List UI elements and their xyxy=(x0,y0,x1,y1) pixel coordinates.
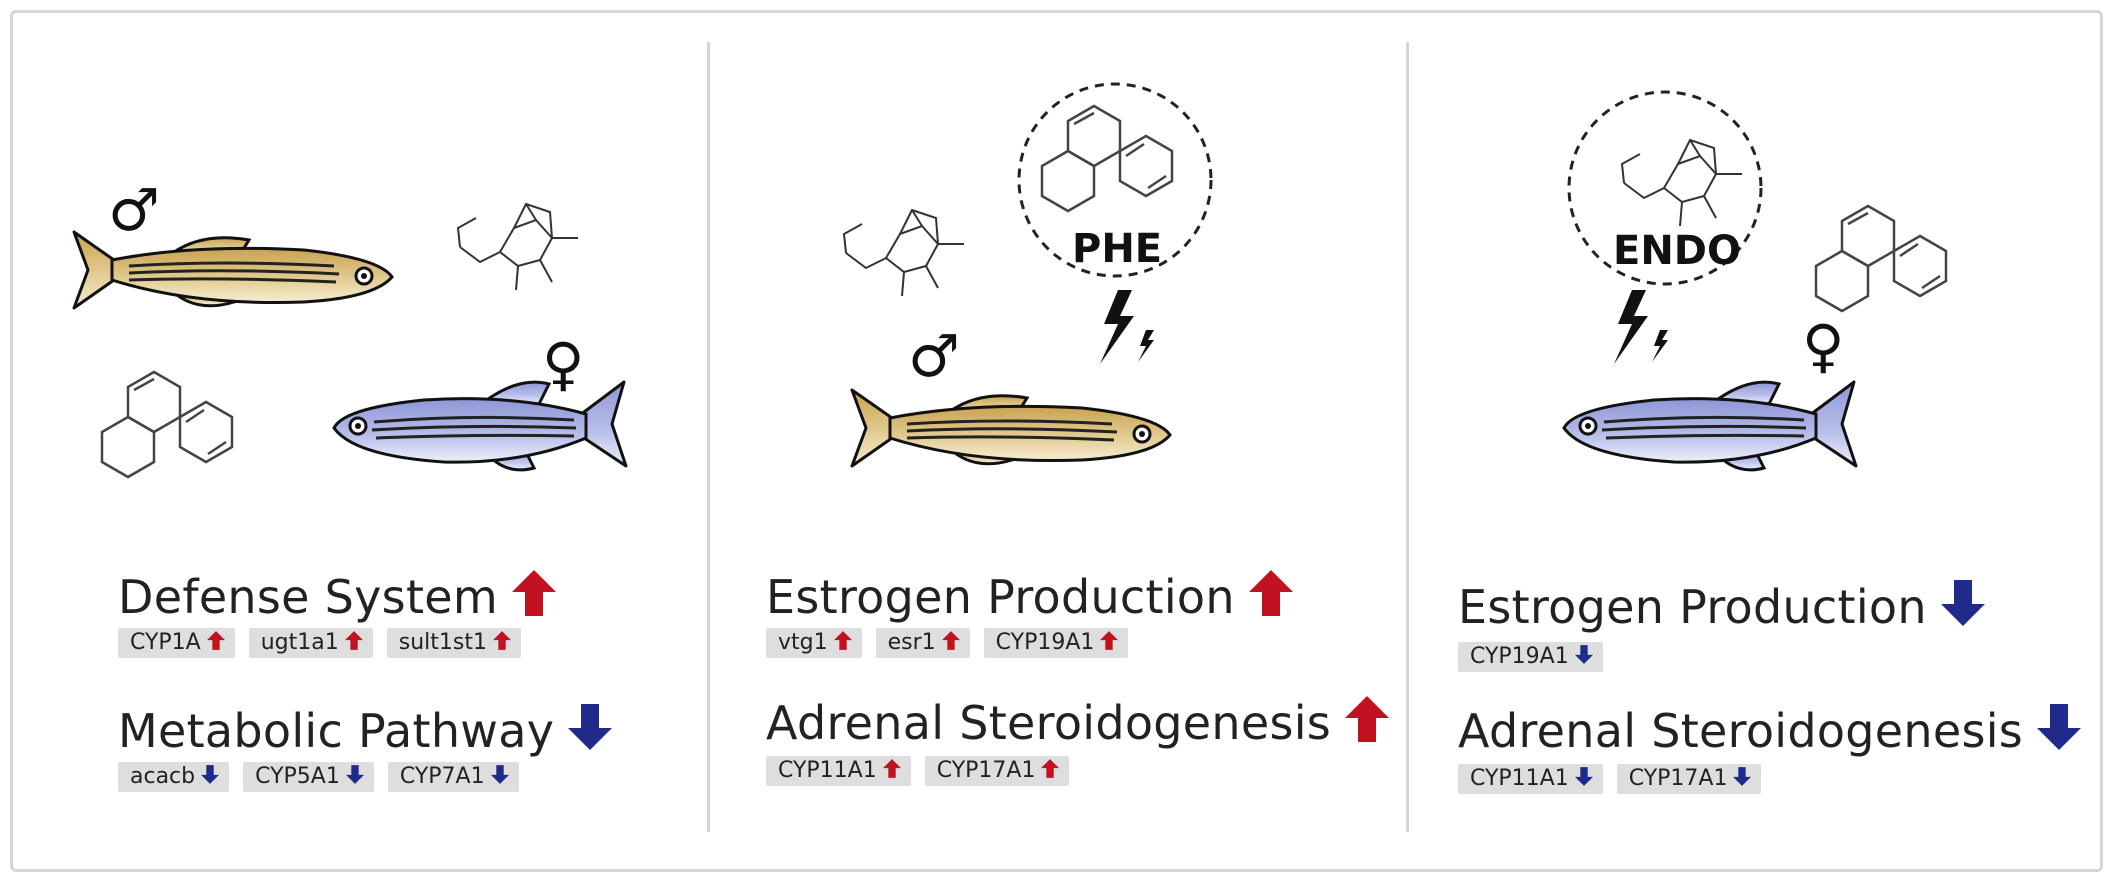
female-zebrafish-icon xyxy=(1562,380,1858,472)
male-symbol: ♂ xyxy=(108,176,160,244)
phenanthrene-structure-icon xyxy=(1814,204,1948,313)
heading-estrogen-production: Estrogen Production xyxy=(1458,580,1985,633)
gene-chip: ugt1a1 xyxy=(248,628,373,658)
gene-chip: CYP17A1 xyxy=(924,756,1070,786)
gene-chip: CYP17A1 xyxy=(1616,764,1762,794)
heading-defense-system: Defense System xyxy=(118,570,556,623)
down-arrow-icon xyxy=(568,704,613,757)
gene-chip: vtg1 xyxy=(766,628,862,658)
heading-title: Metabolic Pathway xyxy=(118,703,555,758)
gene-chip: esr1 xyxy=(875,628,970,658)
up-arrow-icon xyxy=(882,759,901,783)
gene-chip: sult1st1 xyxy=(386,628,521,658)
lightning-icon xyxy=(1100,290,1154,364)
lightning-icon xyxy=(1614,290,1668,364)
heading-title: Estrogen Production xyxy=(766,569,1235,624)
down-arrow-icon xyxy=(1574,767,1593,791)
exposure-circle xyxy=(1017,82,1213,278)
male-symbol: ♂ xyxy=(908,322,960,390)
endosulfan-structure-icon xyxy=(843,209,965,297)
up-arrow-icon xyxy=(941,631,960,655)
female-symbol: ♀ xyxy=(1802,312,1845,380)
heading-adrenal-steroidogenesis: Adrenal Steroidogenesis xyxy=(1458,703,2082,758)
endosulfan-structure-icon xyxy=(1621,139,1743,227)
down-arrow-icon xyxy=(1733,767,1752,791)
phe-label: PHE xyxy=(1072,226,1163,272)
phenanthrene-structure-icon xyxy=(1040,104,1174,213)
gene-chips: CYP11A1 CYP17A1 xyxy=(766,756,1070,786)
down-arrow-icon xyxy=(201,765,220,789)
exposure-circle xyxy=(1567,90,1763,286)
gene-chip: CYP19A1 xyxy=(1458,642,1603,672)
heading-estrogen-production: Estrogen Production xyxy=(766,570,1293,623)
figure-frame xyxy=(10,10,2103,872)
gene-chips: acacb CYP5A1 CYP7A1 xyxy=(118,762,519,792)
up-arrow-icon xyxy=(206,631,225,655)
up-arrow-icon xyxy=(492,631,511,655)
gene-chip: CYP19A1 xyxy=(983,628,1129,658)
heading-metabolic-pathway: Metabolic Pathway xyxy=(118,703,613,758)
up-arrow-icon xyxy=(1248,570,1293,623)
gene-chip: CYP11A1 xyxy=(1458,764,1603,794)
female-symbol: ♀ xyxy=(542,330,585,398)
down-arrow-icon xyxy=(1574,645,1593,669)
heading-title: Estrogen Production xyxy=(1458,579,1927,634)
gene-chip: CYP1A xyxy=(118,628,235,658)
panel-divider xyxy=(707,42,710,832)
endo-label: ENDO xyxy=(1613,228,1742,274)
gene-chips: CYP11A1 CYP17A1 xyxy=(1458,764,1762,794)
down-arrow-icon xyxy=(490,765,509,789)
up-arrow-icon xyxy=(344,631,363,655)
heading-title: Adrenal Steroidogenesis xyxy=(1458,703,2024,758)
gene-chips: CYP19A1 xyxy=(1458,642,1603,672)
gene-chips: CYP1A ugt1a1 sult1st1 xyxy=(118,628,521,658)
gene-chip: CYP7A1 xyxy=(387,762,519,792)
gene-chip: CYP5A1 xyxy=(243,762,374,792)
down-arrow-icon xyxy=(345,765,364,789)
male-zebrafish-icon xyxy=(850,388,1172,468)
up-arrow-icon xyxy=(512,570,556,623)
heading-adrenal-steroidogenesis: Adrenal Steroidogenesis xyxy=(766,695,1390,750)
down-arrow-icon xyxy=(2037,704,2082,757)
up-arrow-icon xyxy=(1345,696,1390,749)
endosulfan-structure-icon xyxy=(457,203,579,291)
down-arrow-icon xyxy=(1940,580,1985,633)
gene-chip: CYP11A1 xyxy=(766,756,911,786)
gene-chip: acacb xyxy=(118,762,230,792)
up-arrow-icon xyxy=(1100,631,1119,655)
gene-chips: vtg1 esr1 CYP19A1 xyxy=(766,628,1129,658)
phenanthrene-structure-icon xyxy=(100,370,234,479)
panel-divider xyxy=(1406,42,1409,832)
up-arrow-icon xyxy=(833,631,852,655)
heading-title: Adrenal Steroidogenesis xyxy=(766,695,1332,750)
heading-title: Defense System xyxy=(118,569,498,624)
up-arrow-icon xyxy=(1041,759,1060,783)
